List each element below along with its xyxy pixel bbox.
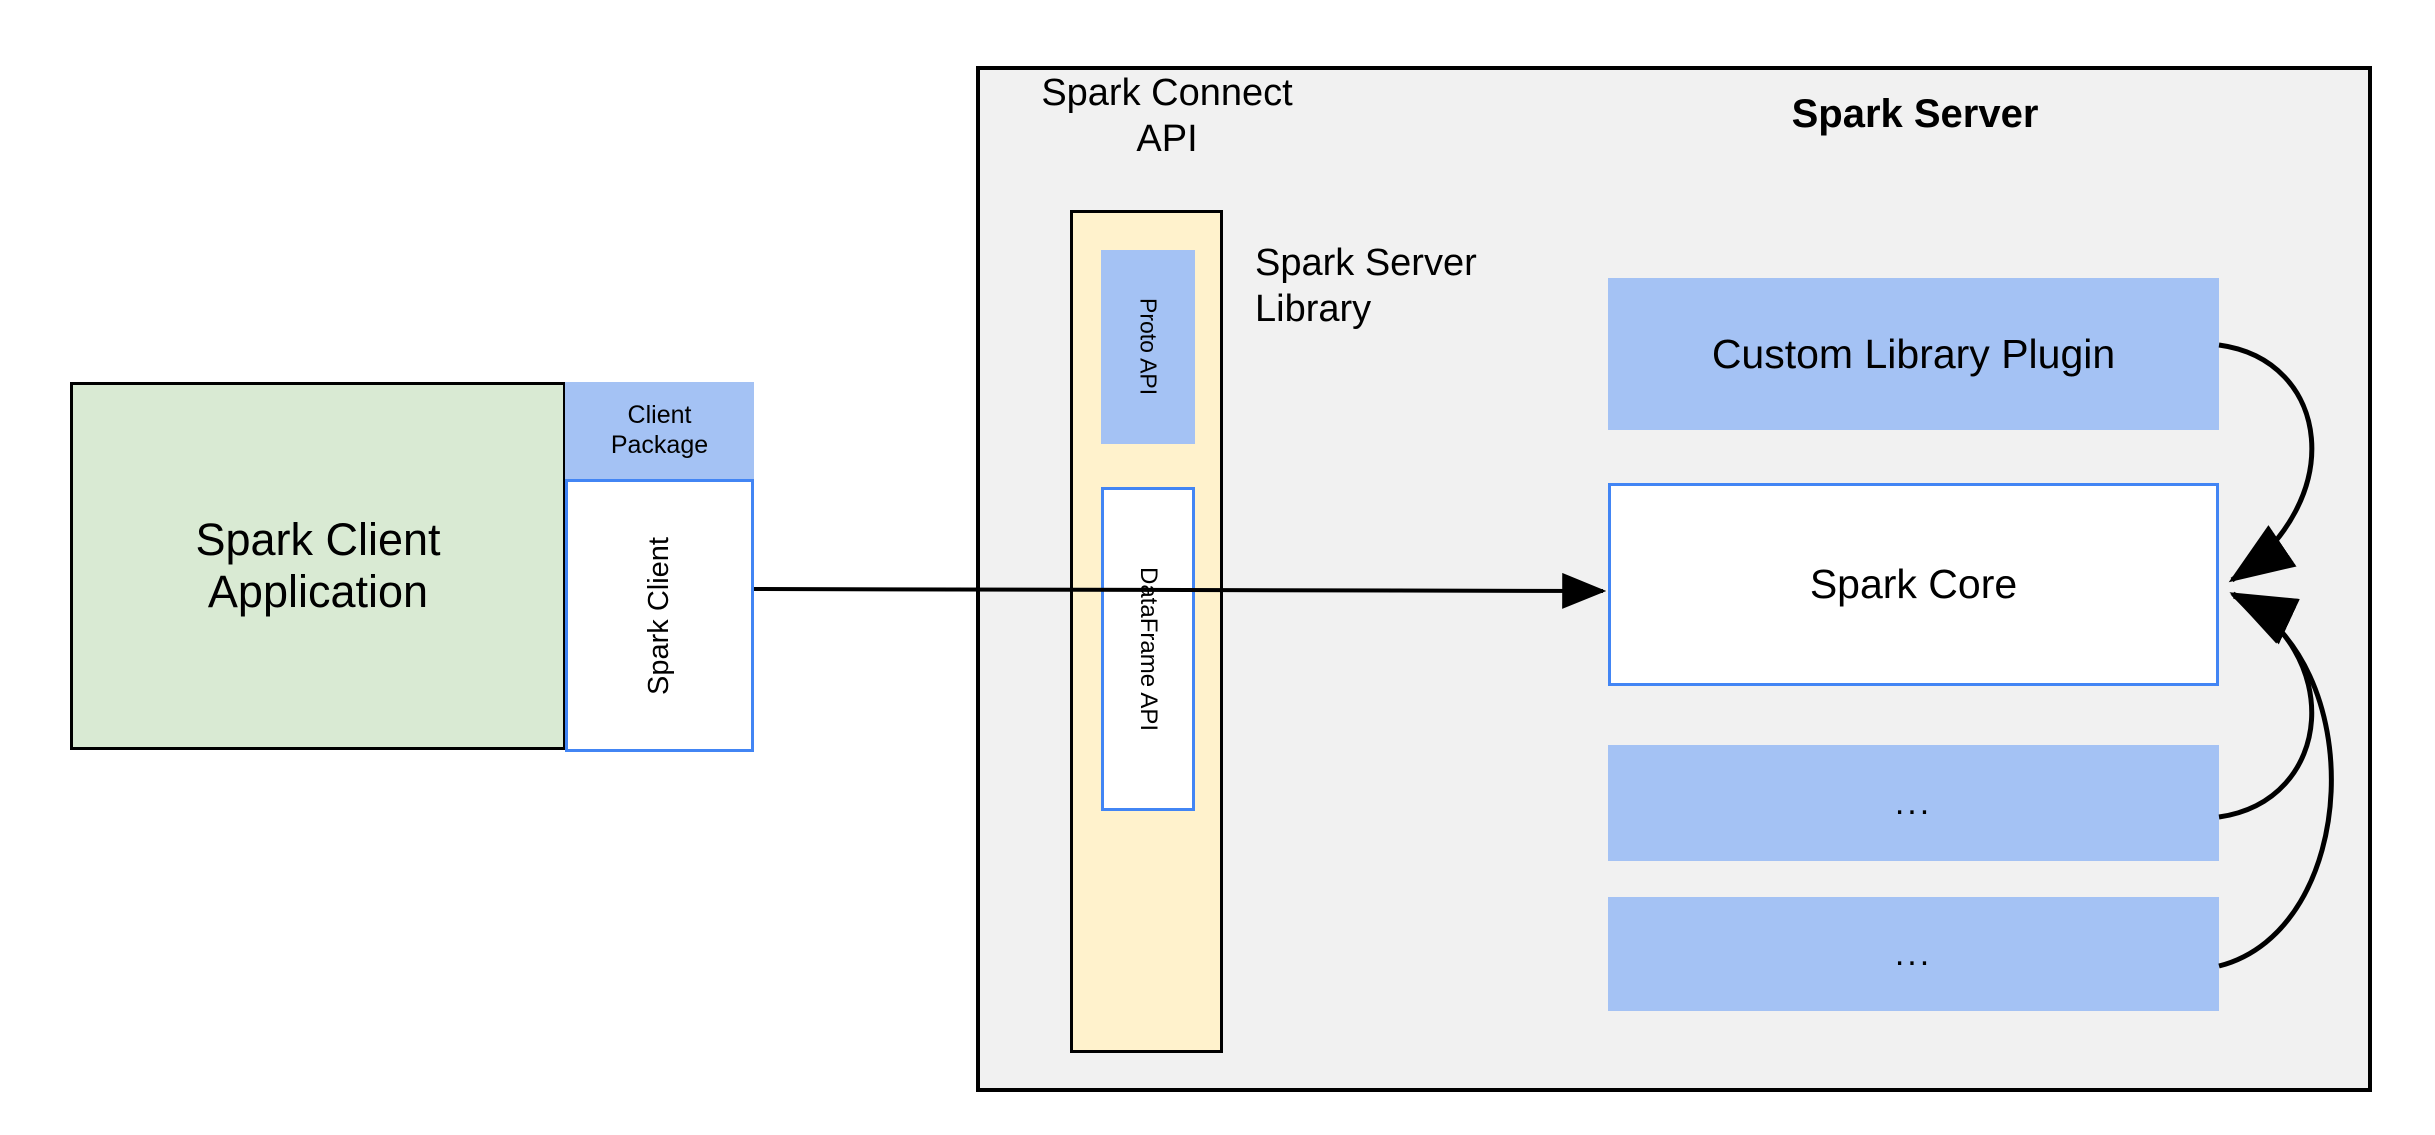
spark-core-box[interactable]: Spark Core <box>1608 483 2219 686</box>
spark-client-box[interactable]: Spark Client <box>565 479 754 752</box>
ellipsis-label-1: ... <box>1894 783 1933 822</box>
custom-library-plugin-box[interactable]: Custom Library Plugin <box>1608 278 2219 430</box>
dataframe-api-box[interactable]: DataFrame API <box>1101 487 1195 811</box>
spark-server-title: Spark Server <box>1791 92 2039 136</box>
ellipsis-label-2: ... <box>1894 934 1933 973</box>
spark-client-label: Spark Client <box>643 536 675 695</box>
custom-library-plugin-label: Custom Library Plugin <box>1711 330 2116 377</box>
ellipsis-box-2[interactable]: ... <box>1608 897 2219 1011</box>
ellipsis-box-1[interactable]: ... <box>1608 745 2219 861</box>
spark-core-label: Spark Core <box>1809 561 2018 607</box>
dataframe-api-label: DataFrame API <box>1135 566 1162 732</box>
proto-api-label: Proto API <box>1135 298 1162 396</box>
proto-api-box[interactable]: Proto API <box>1101 250 1195 444</box>
